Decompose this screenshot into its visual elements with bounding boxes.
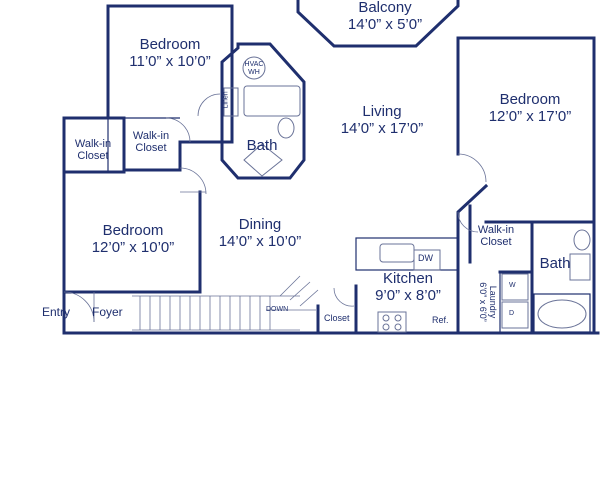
dw-label: DW — [418, 253, 433, 263]
kitchen-label: Kitchen 9’0” x 8’0” — [358, 270, 458, 305]
walkin-2-name: Walk-in — [132, 130, 170, 142]
down-label: DOWN — [266, 306, 289, 313]
walkin-2-sub: Closet — [135, 142, 167, 155]
living-dims: 14’0” x 17’0” — [340, 119, 424, 137]
bedroom-e-dims: 12’0” x 17’0” — [488, 107, 572, 125]
kitchen-name: Kitchen — [382, 270, 434, 287]
washer-label: W — [509, 282, 516, 289]
linen-label: Linen — [222, 91, 230, 109]
entry-label: Entry — [42, 305, 71, 319]
wall-south — [62, 290, 600, 335]
walkin-3-label: Walk-in Closet — [470, 224, 522, 249]
walkin-2-label: Walk-in Closet — [124, 130, 178, 155]
walkin-1-sub: Closet — [77, 150, 109, 163]
walkin-1-label: Walk-in Closet — [64, 138, 122, 163]
toilet-center — [277, 117, 295, 139]
walls — [62, 0, 600, 335]
washer — [501, 273, 529, 301]
kitchen-dims: 9’0” x 8’0” — [375, 286, 441, 304]
vanity-east — [569, 253, 591, 281]
balcony-name: Balcony — [358, 0, 412, 16]
tub-east — [537, 299, 587, 329]
walkin-3-name: Walk-in — [477, 224, 515, 236]
balcony-label: Balcony 14’0” x 5’0” — [330, 0, 440, 34]
bedroom-sw-label: Bedroom 12’0” x 10’0” — [70, 222, 196, 257]
wall-bath-center — [220, 42, 306, 180]
stairs — [132, 275, 319, 331]
door-swings — [63, 93, 487, 323]
dishwasher — [413, 249, 441, 271]
bath-e-label: Bath — [534, 255, 576, 273]
bedroom-e-name: Bedroom — [499, 91, 561, 108]
living-name: Living — [362, 103, 402, 120]
partitions — [107, 117, 591, 333]
dining-name: Dining — [238, 216, 282, 233]
wall-bedroom-e — [456, 36, 596, 335]
dryer-label: D — [509, 310, 515, 317]
wh-text: WH — [248, 68, 260, 76]
laundry-name: Laundry — [488, 285, 498, 319]
walkin-1-name: Walk-in — [74, 138, 112, 150]
bedroom-nw-name: Bedroom — [139, 36, 201, 53]
tub-center — [243, 85, 301, 117]
foyer-label: Foyer — [92, 305, 123, 319]
bath-e-name: Bath — [539, 255, 571, 272]
walkin-3-sub: Closet — [480, 236, 512, 249]
dryer — [501, 301, 529, 329]
bedroom-sw-name: Bedroom — [102, 222, 164, 239]
range — [377, 311, 407, 333]
hvac-text: HVAC — [244, 61, 264, 68]
bedroom-sw-dims: 12’0” x 10’0” — [91, 238, 175, 256]
bedroom-e-label: Bedroom 12’0” x 17’0” — [470, 91, 590, 126]
bedroom-nw-label: Bedroom 11’0” x 10’0” — [108, 36, 232, 71]
toilet-east — [573, 229, 591, 251]
bedroom-nw-dims: 11’0” x 10’0” — [129, 52, 211, 70]
linen-closet — [223, 87, 239, 117]
laundry-dims: 6’0” x 6’0” — [477, 282, 488, 322]
kitchen-sink — [379, 243, 415, 263]
bath-center-name: Bath — [246, 137, 278, 154]
dining-dims: 14’0” x 10’0” — [218, 232, 302, 250]
balcony-dims: 14’0” x 5’0” — [347, 15, 423, 33]
ref-label: Ref. — [432, 315, 449, 325]
hvac-label: HVAC WH — [244, 61, 264, 77]
closet-label: Closet — [324, 313, 350, 323]
laundry-label: Laundry 6’0” x 6’0” — [478, 272, 498, 332]
fixtures — [223, 56, 591, 333]
hvac-unit — [242, 56, 266, 80]
living-label: Living 14’0” x 17’0” — [322, 103, 442, 138]
wall-balcony — [296, 0, 460, 48]
sink-center — [243, 143, 283, 177]
dining-label: Dining 14’0” x 10’0” — [200, 216, 320, 251]
bath-center-label: Bath — [240, 137, 284, 155]
